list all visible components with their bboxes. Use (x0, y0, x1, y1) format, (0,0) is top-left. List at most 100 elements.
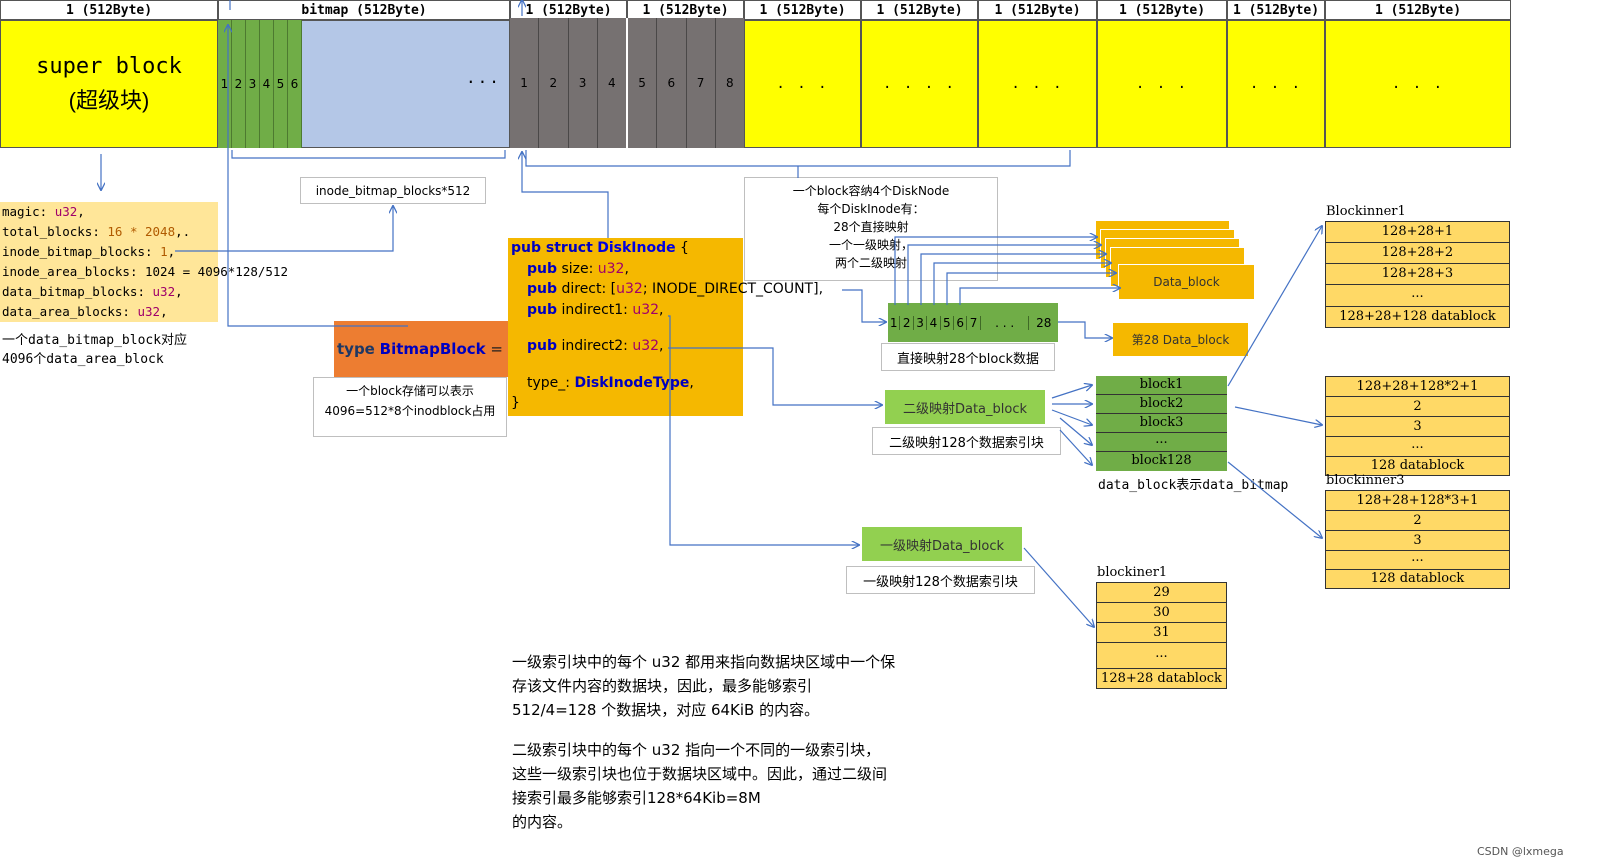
data-block-28: 第28 Data_block (1113, 323, 1248, 356)
first-level-explanation: 一级索引块中的每个 u32 都用来指向数据块区域中一个保 存该文件内容的数据块，… (512, 653, 896, 719)
arrow (1059, 429, 1092, 465)
data-bitmap-note: 一个data_bitmap_block对应 4096个data_area_blo… (2, 333, 188, 367)
data-cell: . . . (1097, 20, 1227, 148)
arrow (668, 347, 882, 405)
bitmap-cell: 5 (274, 20, 288, 148)
superblock-field: data_bitmap_blocks: u32, (2, 284, 183, 299)
blockinner1-table: 128+28+1 128+28+2 128+28+3 ... 128+28+12… (1325, 221, 1510, 328)
header-cell-10: 1 (512Byte) (1325, 0, 1511, 20)
disk-inode-struct: pub struct DiskInode { pub size: u32, pu… (508, 238, 823, 416)
arrow (522, 152, 609, 238)
bracket (525, 150, 1071, 167)
table-row: 29 (1096, 583, 1227, 603)
direct-mapping-label: 直接映射28个block数据 (881, 343, 1055, 371)
arrow (920, 254, 1106, 305)
table-row: 3 (1325, 531, 1510, 551)
inode-cell: 8 (726, 76, 734, 90)
table-row: 128+28+1 (1325, 222, 1510, 243)
table-row: ... (1325, 285, 1510, 307)
table-row: ... (1096, 643, 1227, 669)
arrow (894, 237, 1097, 305)
bitmap-cell: 4 (260, 20, 274, 148)
header-cell-bitmap: bitmap (512Byte) (218, 0, 510, 20)
bitmap-cell: 2 (232, 20, 246, 148)
superblock-field: magic: u32, (2, 204, 85, 219)
data-block-card: Data_block (1118, 264, 1255, 300)
inode-cell: 1 (510, 18, 540, 148)
table-row: 128+28+128 datablock (1325, 307, 1510, 328)
table-row: ... (1325, 551, 1510, 570)
superblock-field: inode_bitmap_blocks: 1, (2, 244, 176, 259)
watermark: CSDN @lxmega (1477, 845, 1564, 858)
inode-cell: 4 (598, 18, 628, 148)
direct-mapping-strip: 1 2 3 4 5 6 7 . . . 28 (888, 303, 1058, 342)
arrow (668, 315, 859, 545)
arrow (1023, 547, 1094, 627)
bitmap-cell: 6 (288, 20, 302, 148)
table-row: 128+28+128*2+1 (1325, 377, 1510, 397)
second-level-note: 二级映射128个数据索引块 (872, 427, 1061, 455)
header-cell-1: 1 (512Byte) (0, 0, 218, 20)
arrow (1051, 409, 1092, 425)
header-cell-9: 1 (512Byte) (1227, 0, 1325, 20)
inode-area: 1 2 3 4 5 6 7 8 (510, 18, 744, 148)
arrow (1058, 321, 1112, 338)
arrow (1227, 226, 1322, 387)
bitmap-cells: 1 2 3 4 5 6 (218, 20, 302, 148)
table-row: 128+28+2 (1325, 243, 1510, 264)
inode-cell: 6 (657, 18, 687, 148)
blockiner1-table: 29 30 31 ... 128+28 datablock (1096, 582, 1227, 689)
second-level-explanation: 二级索引块中的每个 u32 指向一个不同的一级索引块， 这些一级索引块也位于数据… (512, 741, 888, 831)
blockinner1-title: Blockinner1 (1326, 204, 1406, 219)
inode-bitmap-blocks-label: inode_bitmap_blocks*512 (300, 177, 486, 204)
arrow (842, 289, 886, 322)
block-item: block3 (1096, 414, 1227, 433)
table-row: 31 (1096, 623, 1227, 643)
table-row: 128+28+128*3+1 (1325, 491, 1510, 511)
blockinner3-title: blockinner3 (1326, 473, 1405, 488)
table-row: 128 datablock (1325, 457, 1510, 476)
super-block-subtitle: (超级块) (68, 87, 150, 113)
first-level-note: 一级映射128个数据索引块 (846, 566, 1035, 594)
arrow (959, 288, 1120, 305)
data-cell: . . . (744, 20, 861, 148)
arrow (1234, 406, 1322, 425)
bracket (231, 150, 506, 159)
header-cell-6: 1 (512Byte) (861, 0, 978, 20)
block-item: block128 (1131, 453, 1192, 468)
blockinner2-table: 128+28+128*2+1 2 3 ... 128 datablock (1325, 376, 1510, 476)
superblock-field: data_area_blocks: u32, (2, 304, 168, 319)
arrow (228, 25, 408, 327)
table-row: 128 datablock (1325, 570, 1510, 589)
header-cell-7: 1 (512Byte) (978, 0, 1097, 20)
superblock-field: total_blocks: 16 * 2048,. (2, 224, 191, 239)
table-row: 3 (1325, 417, 1510, 437)
block-item: block2 (1096, 395, 1227, 414)
data-block-bitmap-label: data_block表示data_bitmap (1098, 478, 1289, 493)
table-row: 2 (1325, 511, 1510, 531)
arrow (175, 206, 393, 252)
blockiner1-title: blockiner1 (1097, 565, 1168, 580)
second-level-data-block: 二级映射Data_block (885, 390, 1045, 424)
inode-cell: 5 (628, 18, 658, 148)
bitmap-cell: 3 (246, 20, 260, 148)
data-cell: . . . (1227, 20, 1325, 148)
superblock-fields: magic: u32, total_blocks: 16 * 2048,. in… (0, 202, 288, 322)
bitmap-block-type: type BitmapBlock = [u64 (334, 321, 510, 377)
header-cell-5: 1 (512Byte) (744, 0, 861, 20)
block-item: ... (1096, 433, 1227, 452)
inode-cell: 2 (539, 18, 569, 148)
inode-cell: 3 (569, 18, 598, 148)
blockinner3-table: 128+28+128*3+1 2 3 ... 128 datablock (1325, 490, 1510, 589)
table-row: 128+28 datablock (1096, 669, 1227, 689)
super-block-title: super block (36, 53, 182, 79)
super-block: super block (超级块) (0, 20, 218, 148)
arrow (933, 263, 1111, 305)
block-capacity-note: 一个block容纳4个DiskNode 每个DiskInode有： 28个直接映… (744, 177, 998, 281)
table-row: ... (1325, 437, 1510, 457)
inode-cell: 7 (687, 18, 716, 148)
second-level-block-list: block1 block2 block3 ... block128 (1096, 376, 1227, 471)
table-row: 2 (1325, 397, 1510, 417)
arrow (1059, 417, 1092, 445)
first-level-data-block: 一级映射Data_block (862, 527, 1022, 561)
